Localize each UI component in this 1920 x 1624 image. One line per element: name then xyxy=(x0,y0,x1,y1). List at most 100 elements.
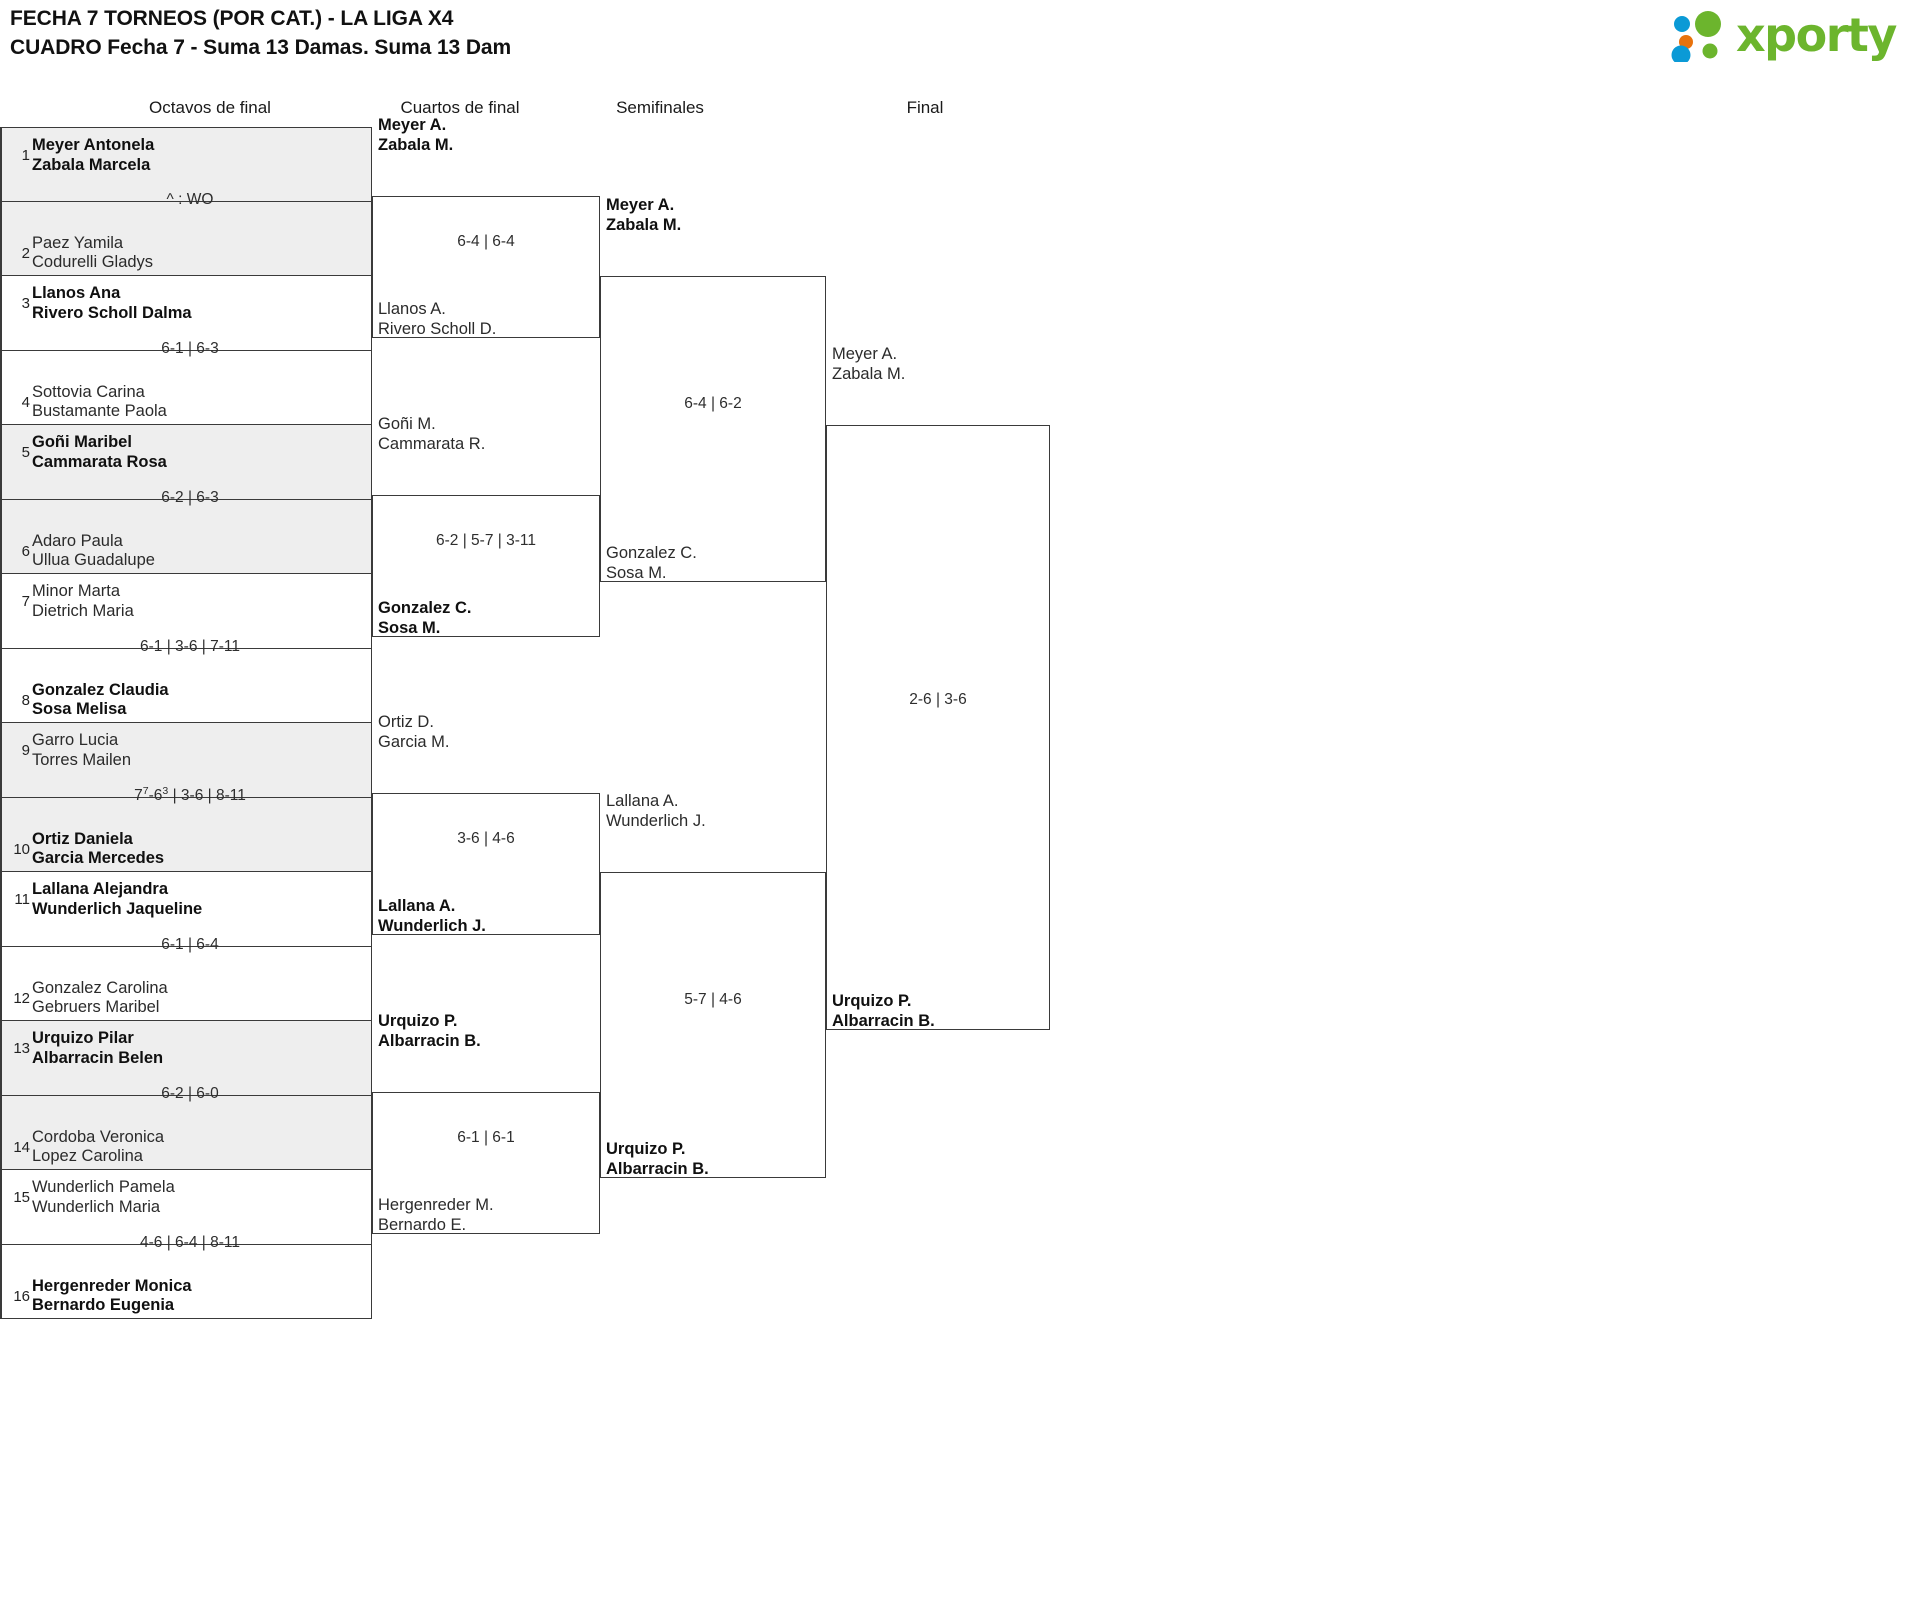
semifinal-1-box[interactable]: 6-4 | 6-2 xyxy=(600,276,826,582)
player-1-name: Urquizo P. xyxy=(606,1140,686,1158)
player-2-name: Ullua Guadalupe xyxy=(32,551,155,569)
player-1-name: Gonzalez Claudia xyxy=(32,680,169,699)
player-2-name: Zabala M. xyxy=(832,364,906,383)
player-1-name: Goñi Maribel xyxy=(32,433,132,451)
quarterfinal-4-top-team: Urquizo P.Albarracin B. xyxy=(378,1012,481,1051)
player-1-name: Sottovia Carina xyxy=(32,382,145,401)
player-2-name: Wunderlich J. xyxy=(606,811,706,830)
player-1-name: Lallana Alejandra xyxy=(32,880,169,898)
player-1-name: Gonzalez C. xyxy=(378,599,472,617)
tournament-title-line-2: CUADRO Fecha 7 - Suma 13 Damas. Suma 13 … xyxy=(10,36,512,59)
player-2-name: Sosa M. xyxy=(378,618,441,637)
player-2-name: Wunderlich Maria xyxy=(32,1197,161,1216)
seed-number: 3 xyxy=(21,295,30,312)
seed-number: 9 xyxy=(21,742,30,759)
player-2-name: Albarracin Belen xyxy=(32,1048,164,1067)
seed-number: 7 xyxy=(21,593,30,610)
player-1-name: Lallana A. xyxy=(378,897,456,915)
player-2-name: Cammarata R. xyxy=(378,434,486,453)
round-header-cuartos: Cuartos de final xyxy=(400,98,520,117)
match-score: 6-2 | 6-0 xyxy=(161,1084,219,1102)
player-2-name: Garcia Mercedes xyxy=(32,849,165,867)
quarterfinal-1-top-team: Meyer A.Zabala M. xyxy=(378,116,453,155)
seed-number: 4 xyxy=(21,393,30,411)
match-score: 3-6 | 4-6 xyxy=(457,830,515,847)
player-1-name: Hergenreder Monica xyxy=(32,1276,192,1295)
final-match-box[interactable]: 2-6 | 3-6 xyxy=(826,425,1050,1030)
player-2-name: Garcia M. xyxy=(378,732,450,751)
xporty-logo[interactable]: xporty xyxy=(1670,6,1900,64)
match-score: 5-7 | 4-6 xyxy=(684,991,742,1008)
player-1-name: Llanos A. xyxy=(378,300,446,318)
player-1-name: Ortiz Daniela xyxy=(32,829,133,848)
semifinal-2-top-team: Lallana A.Wunderlich J. xyxy=(606,792,706,831)
player-1-name: Paez Yamila xyxy=(32,233,124,252)
xporty-dots-icon xyxy=(1671,11,1721,62)
player-1-name: Goñi M. xyxy=(378,415,436,433)
player-2-name: Wunderlich Jaqueline xyxy=(32,899,203,918)
player-2-name: Bernardo E. xyxy=(378,1215,467,1234)
quarterfinal-4-bottom-team: Hergenreder M.Bernardo E. xyxy=(378,1196,494,1235)
round-header-semifinales: Semifinales xyxy=(616,98,704,117)
player-2-name: Dietrich Maria xyxy=(32,601,134,620)
seed-number: 15 xyxy=(13,1189,30,1206)
player-1-name: Meyer A. xyxy=(606,196,675,214)
player-2-name: Bernardo Eugenia xyxy=(32,1296,175,1314)
player-2-name: Zabala M. xyxy=(606,215,682,234)
semifinal-2-box[interactable]: 5-7 | 4-6 xyxy=(600,872,826,1178)
player-1-name: Meyer A. xyxy=(832,345,898,363)
seed-number: 8 xyxy=(21,691,30,709)
seed-number: 2 xyxy=(21,244,30,262)
match-score: 6-1 | 6-3 xyxy=(161,339,219,357)
player-1-name: Urquizo Pilar xyxy=(32,1029,134,1047)
player-1-name: Garro Lucia xyxy=(32,731,119,749)
final-match-bottom-team: Urquizo P.Albarracin B. xyxy=(832,992,935,1031)
player-2-name: Wunderlich J. xyxy=(378,916,486,935)
player-2-name: Cammarata Rosa xyxy=(32,452,167,471)
seed-number: 1 xyxy=(21,147,30,164)
player-1-name: Ortiz D. xyxy=(378,713,434,731)
quarterfinal-2-top-team: Goñi M.Cammarata R. xyxy=(378,415,485,454)
match-score: 77-63 | 3-6 | 8-11 xyxy=(134,784,246,804)
xporty-wordmark: xporty xyxy=(1736,8,1897,62)
seed-number: 6 xyxy=(21,542,30,560)
tournament-title-line-1: FECHA 7 TORNEOS (POR CAT.) - LA LIGA X4 xyxy=(10,7,454,30)
seed-number: 14 xyxy=(13,1138,30,1156)
player-1-name: Llanos Ana xyxy=(32,284,121,302)
seed-number: 16 xyxy=(13,1287,30,1305)
match-score: ^ : WO xyxy=(166,190,214,208)
round-header-final: Final xyxy=(906,98,944,117)
semifinal-1-bottom-team: Gonzalez C.Sosa M. xyxy=(606,544,697,583)
player-1-name: Hergenreder M. xyxy=(378,1196,494,1214)
match-score: 6-1 | 6-4 xyxy=(161,935,219,953)
quarterfinal-3-top-team: Ortiz D.Garcia M. xyxy=(378,713,450,752)
